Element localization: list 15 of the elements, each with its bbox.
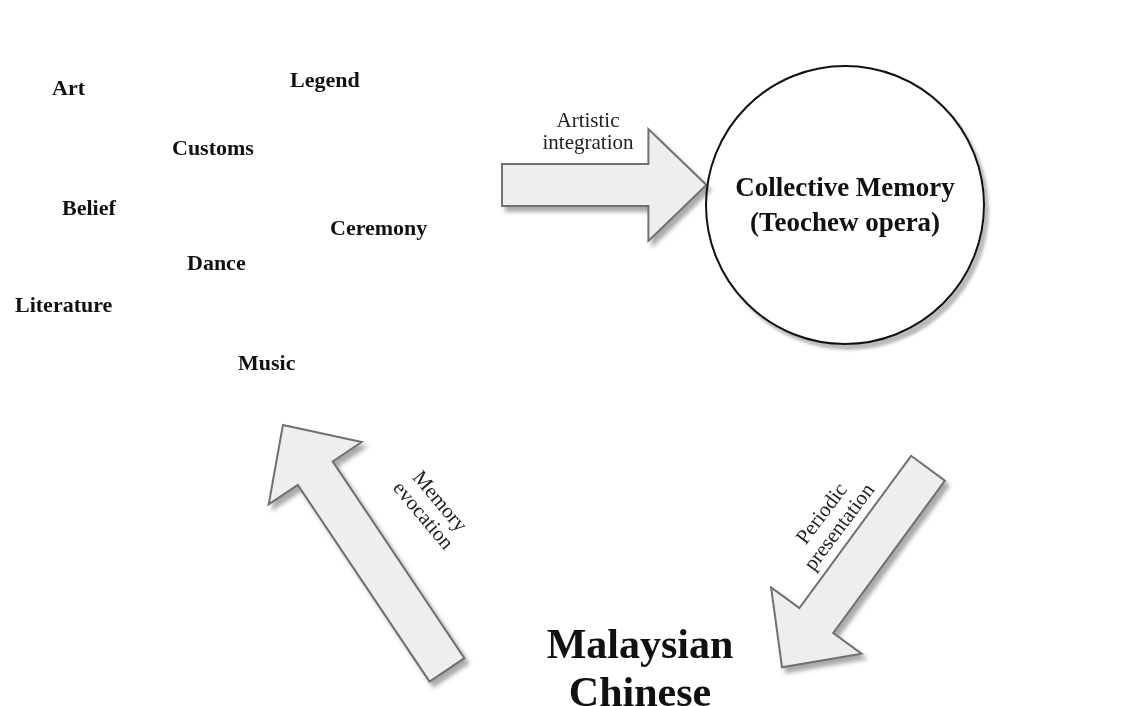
topic-label: Music [238, 350, 296, 376]
topic-label: Belief [62, 195, 116, 221]
topic-label: Ceremony [330, 215, 428, 241]
memory-circle [705, 65, 985, 345]
topic-label: Legend [290, 67, 360, 93]
topic-label: Dance [187, 250, 246, 276]
topic-label: Art [52, 75, 85, 101]
group-label: Malaysian Chinese [545, 620, 735, 706]
block-arrow [769, 454, 947, 669]
topic-label: Customs [172, 135, 254, 161]
edge-label: Artistic integration [541, 109, 635, 154]
circle-title: Collective Memory (Teochew opera) [734, 170, 956, 239]
topic-label: Literature [15, 292, 113, 318]
block-arrow [267, 423, 466, 683]
block-arrow [501, 126, 708, 244]
